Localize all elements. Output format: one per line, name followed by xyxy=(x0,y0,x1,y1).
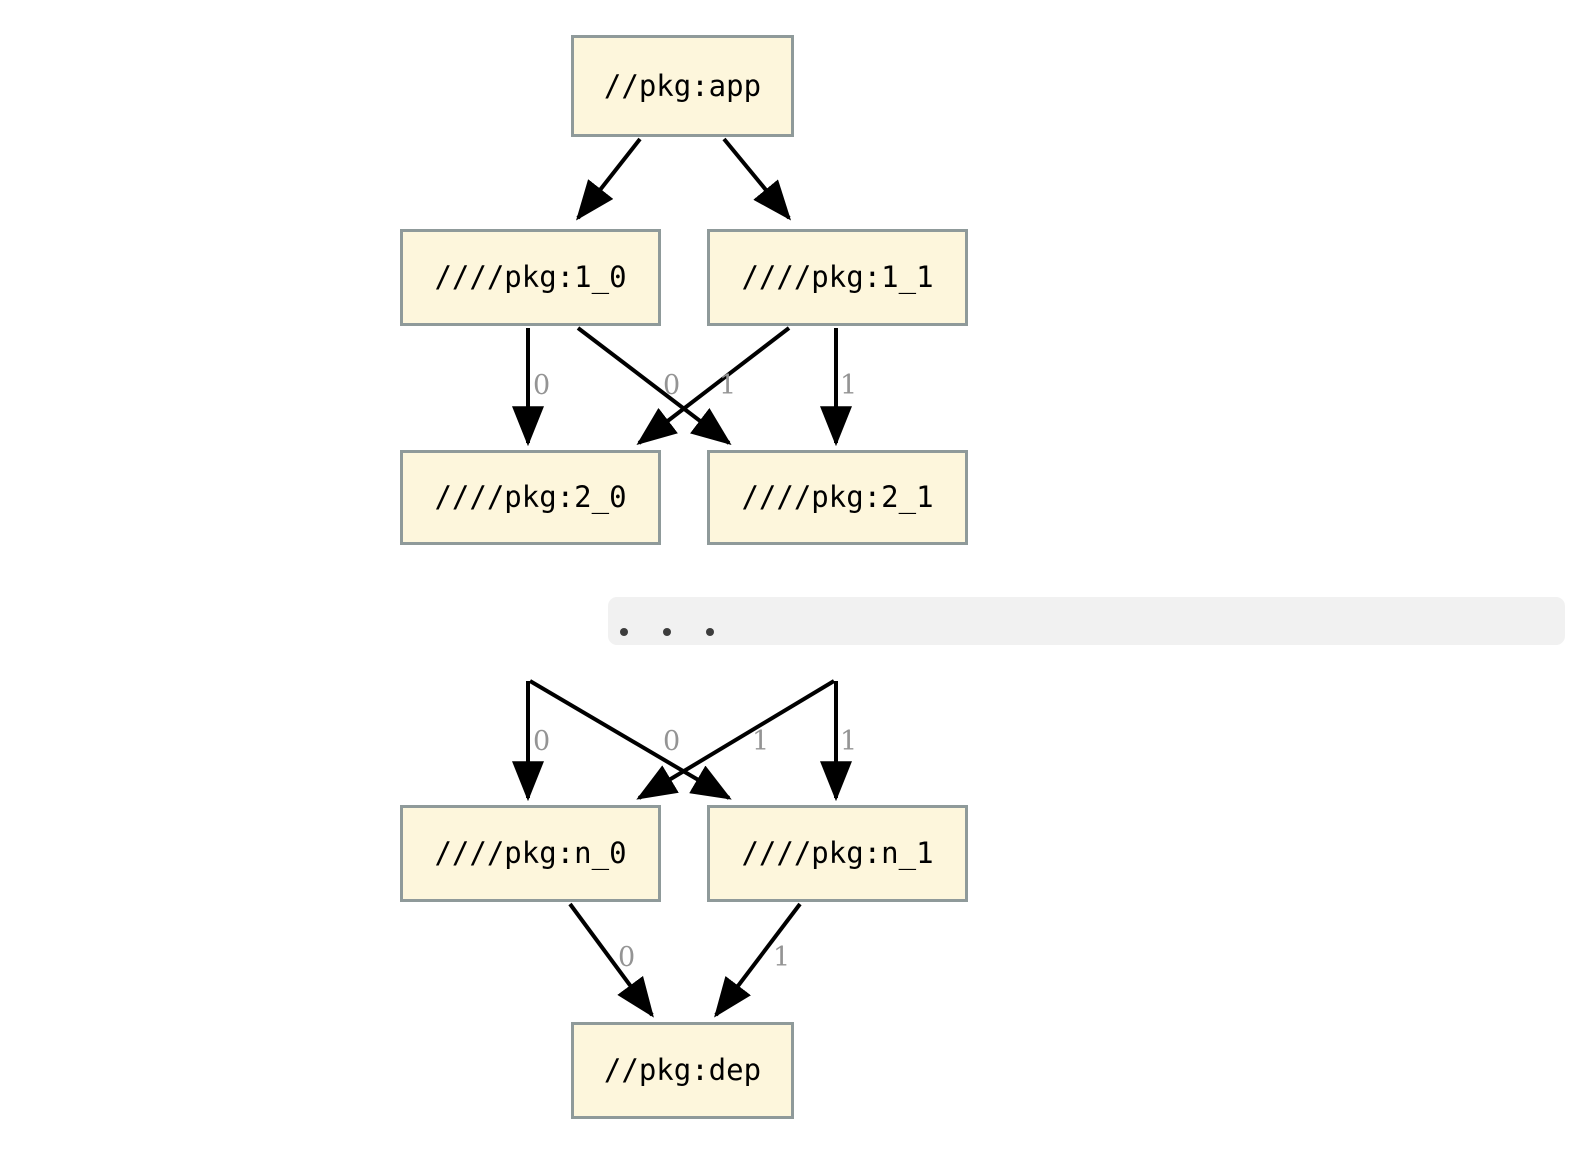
node-label: ////pkg:1_1 xyxy=(741,260,934,294)
ellipsis-band xyxy=(608,597,1565,645)
node-label: ////pkg:2_0 xyxy=(434,480,627,514)
node-pkg-1_1[interactable]: ////pkg:1_1 xyxy=(707,229,968,326)
node-app[interactable]: //pkg:app xyxy=(571,35,794,137)
node-dep[interactable]: //pkg:dep xyxy=(571,1022,794,1119)
edge-label-n_0-dep: 0 xyxy=(618,942,636,973)
edge-hidden-to-n_1-diag xyxy=(528,679,732,800)
node-label: //pkg:dep xyxy=(603,1053,762,1087)
edge-label-hidden-n_0: 0 xyxy=(533,726,551,757)
node-label: ////pkg:2_1 xyxy=(741,480,934,514)
node-pkg-n_0[interactable]: ////pkg:n_0 xyxy=(400,805,661,902)
edge-label-hidden-n_1: 0 xyxy=(663,726,681,757)
edge-label-1_0-2_1: 0 xyxy=(663,370,681,401)
edge-label-1_1-2_0: 1 xyxy=(719,370,737,401)
edge-n_1-to-dep xyxy=(714,902,802,1018)
edge-1_1-to-2_0 xyxy=(636,326,791,445)
node-pkg-2_0[interactable]: ////pkg:2_0 xyxy=(400,450,661,545)
edge-app-to-1_0 xyxy=(576,137,642,221)
node-pkg-n_1[interactable]: ////pkg:n_1 xyxy=(707,805,968,902)
node-label: ////pkg:n_0 xyxy=(434,836,627,870)
edge-1_0-to-2_1 xyxy=(576,326,732,445)
edge-label-1_1-2_1: 1 xyxy=(840,370,858,401)
node-label: ////pkg:n_1 xyxy=(741,836,934,870)
ellipsis-dot-icon xyxy=(706,628,714,636)
ellipsis-dot-icon xyxy=(620,628,628,636)
node-pkg-2_1[interactable]: ////pkg:2_1 xyxy=(707,450,968,545)
edge-label-n_1-dep: 1 xyxy=(773,942,791,973)
edge-label-1_0-2_0: 0 xyxy=(533,370,551,401)
edge-app-to-1_1 xyxy=(722,137,792,221)
edge-label-hidden-n_0-b: 1 xyxy=(752,726,770,757)
edge-n_0-to-dep xyxy=(568,902,654,1018)
node-label: //pkg:app xyxy=(603,68,762,103)
node-pkg-1_0[interactable]: ////pkg:1_0 xyxy=(400,229,661,326)
node-label: ////pkg:1_0 xyxy=(434,260,627,294)
ellipsis-dots xyxy=(620,628,714,636)
edge-label-hidden-n_1-b: 1 xyxy=(840,726,858,757)
edge-hidden-to-n_0-diag xyxy=(636,679,836,800)
ellipsis-dot-icon xyxy=(663,628,671,636)
